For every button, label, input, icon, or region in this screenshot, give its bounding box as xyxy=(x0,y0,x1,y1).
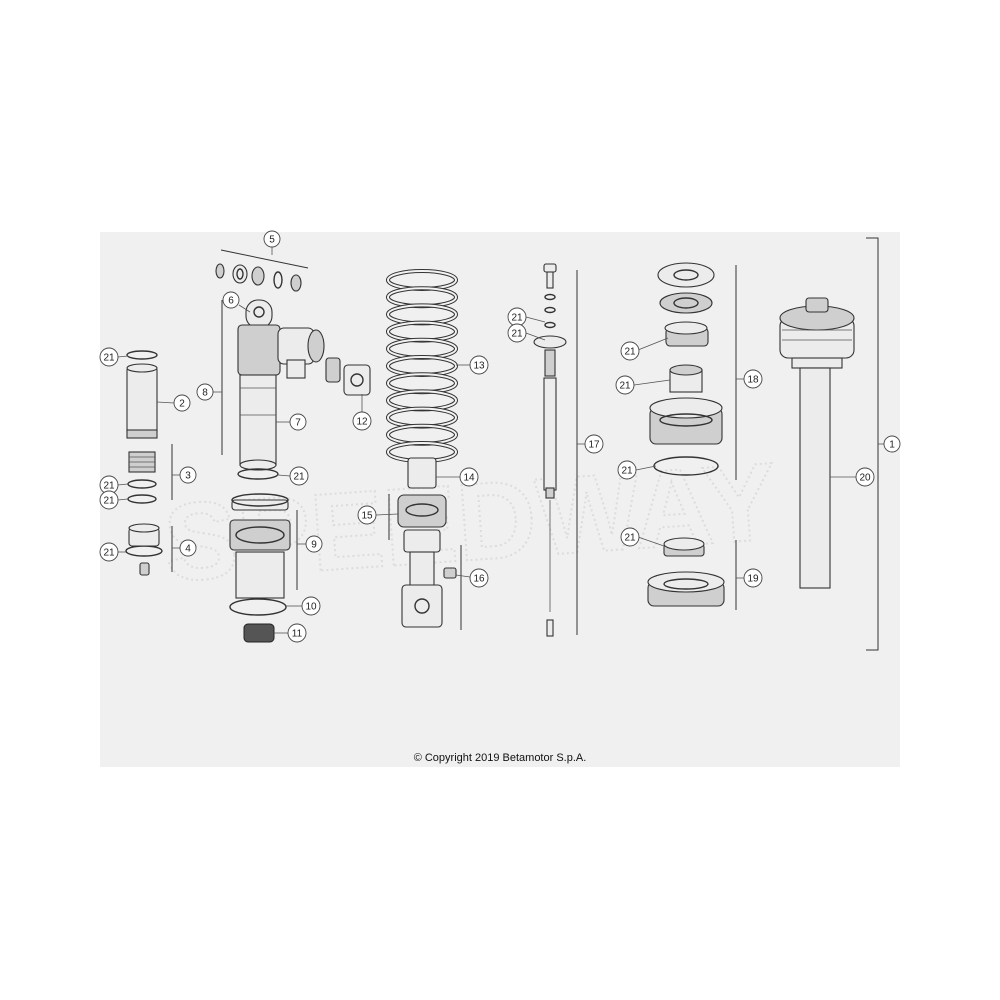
callout-21: 21 xyxy=(507,323,527,343)
callout-8: 8 xyxy=(196,383,214,401)
svg-text:15: 15 xyxy=(361,511,373,522)
callout-9: 9 xyxy=(305,535,323,553)
svg-text:11: 11 xyxy=(292,629,303,640)
svg-text:21: 21 xyxy=(511,313,523,324)
callout-19: 19 xyxy=(743,568,763,588)
callout-16: 16 xyxy=(469,568,489,588)
svg-text:3: 3 xyxy=(185,471,191,482)
callout-20: 20 xyxy=(855,467,875,487)
callout-21: 21 xyxy=(99,490,119,510)
svg-text:21: 21 xyxy=(103,481,115,492)
callout-2: 2 xyxy=(173,394,191,412)
callout-21: 21 xyxy=(620,341,640,361)
svg-text:21: 21 xyxy=(624,347,636,358)
callout-18: 18 xyxy=(743,369,763,389)
callout-21: 21 xyxy=(99,347,119,367)
callout-10: 10 xyxy=(301,596,321,616)
svg-text:21: 21 xyxy=(293,472,305,483)
svg-text:21: 21 xyxy=(619,381,631,392)
callout-12: 12 xyxy=(352,411,372,431)
svg-text:16: 16 xyxy=(473,574,485,585)
bushing-set-part xyxy=(215,263,302,292)
svg-text:10: 10 xyxy=(305,602,317,613)
callout-13: 13 xyxy=(469,355,489,375)
piston-rod-part xyxy=(533,263,567,637)
callout-21: 21 xyxy=(620,527,640,547)
svg-text:17: 17 xyxy=(588,440,600,451)
callout-11: 11 xyxy=(287,623,307,643)
seal-head-part xyxy=(649,262,723,476)
svg-text:4: 4 xyxy=(185,544,191,555)
svg-text:21: 21 xyxy=(621,466,633,477)
reservoir-cap-part xyxy=(125,523,163,576)
callout-15: 15 xyxy=(357,505,377,525)
copyright-notice: © Copyright 2019 Betamotor S.p.A. xyxy=(413,752,587,764)
callout-3: 3 xyxy=(179,466,197,484)
callout-21: 21 xyxy=(289,466,309,486)
reservoir-piston-part xyxy=(127,451,157,504)
callouts: 1 2 3 4 5 6 7 8 9 10 11 12 13 14 15 16 1… xyxy=(99,230,901,643)
callout-17: 17 xyxy=(584,434,604,454)
callout-7: 7 xyxy=(289,413,307,431)
svg-text:21: 21 xyxy=(624,533,636,544)
shaft-assembly-part xyxy=(779,297,855,589)
reservoir-body-part xyxy=(126,350,158,439)
diagram-panel xyxy=(100,232,900,767)
callout-5: 5 xyxy=(263,230,281,248)
shaft-end-part xyxy=(397,457,457,628)
preload-ring-part xyxy=(229,493,291,643)
leader-lines xyxy=(117,247,884,634)
svg-text:13: 13 xyxy=(473,361,485,372)
svg-text:6: 6 xyxy=(228,296,234,307)
svg-text:12: 12 xyxy=(356,417,368,428)
coil-spring-part xyxy=(386,269,458,463)
shock-body-part xyxy=(237,299,325,480)
svg-text:8: 8 xyxy=(202,388,208,399)
svg-text:20: 20 xyxy=(859,473,871,484)
svg-text:21: 21 xyxy=(511,329,523,340)
svg-text:18: 18 xyxy=(747,375,759,386)
svg-text:7: 7 xyxy=(295,418,301,429)
callout-21: 21 xyxy=(617,460,637,480)
callout-1: 1 xyxy=(883,435,901,453)
callout-21: 21 xyxy=(507,307,527,327)
svg-text:21: 21 xyxy=(103,353,115,364)
svg-text:21: 21 xyxy=(103,548,115,559)
callout-21: 21 xyxy=(615,375,635,395)
svg-text:2: 2 xyxy=(179,399,185,410)
svg-text:21: 21 xyxy=(103,496,115,507)
callout-14: 14 xyxy=(459,467,479,487)
bump-stop-part xyxy=(647,537,725,607)
callout-21: 21 xyxy=(99,542,119,562)
svg-text:5: 5 xyxy=(269,235,275,246)
callout-4: 4 xyxy=(179,539,197,557)
svg-text:14: 14 xyxy=(463,473,475,484)
callout-21: 21 xyxy=(99,475,119,495)
compression-adjuster-part xyxy=(325,357,371,396)
svg-text:19: 19 xyxy=(747,574,759,585)
callout-6: 6 xyxy=(222,291,240,309)
svg-text:1: 1 xyxy=(889,440,895,451)
svg-text:9: 9 xyxy=(311,540,317,551)
